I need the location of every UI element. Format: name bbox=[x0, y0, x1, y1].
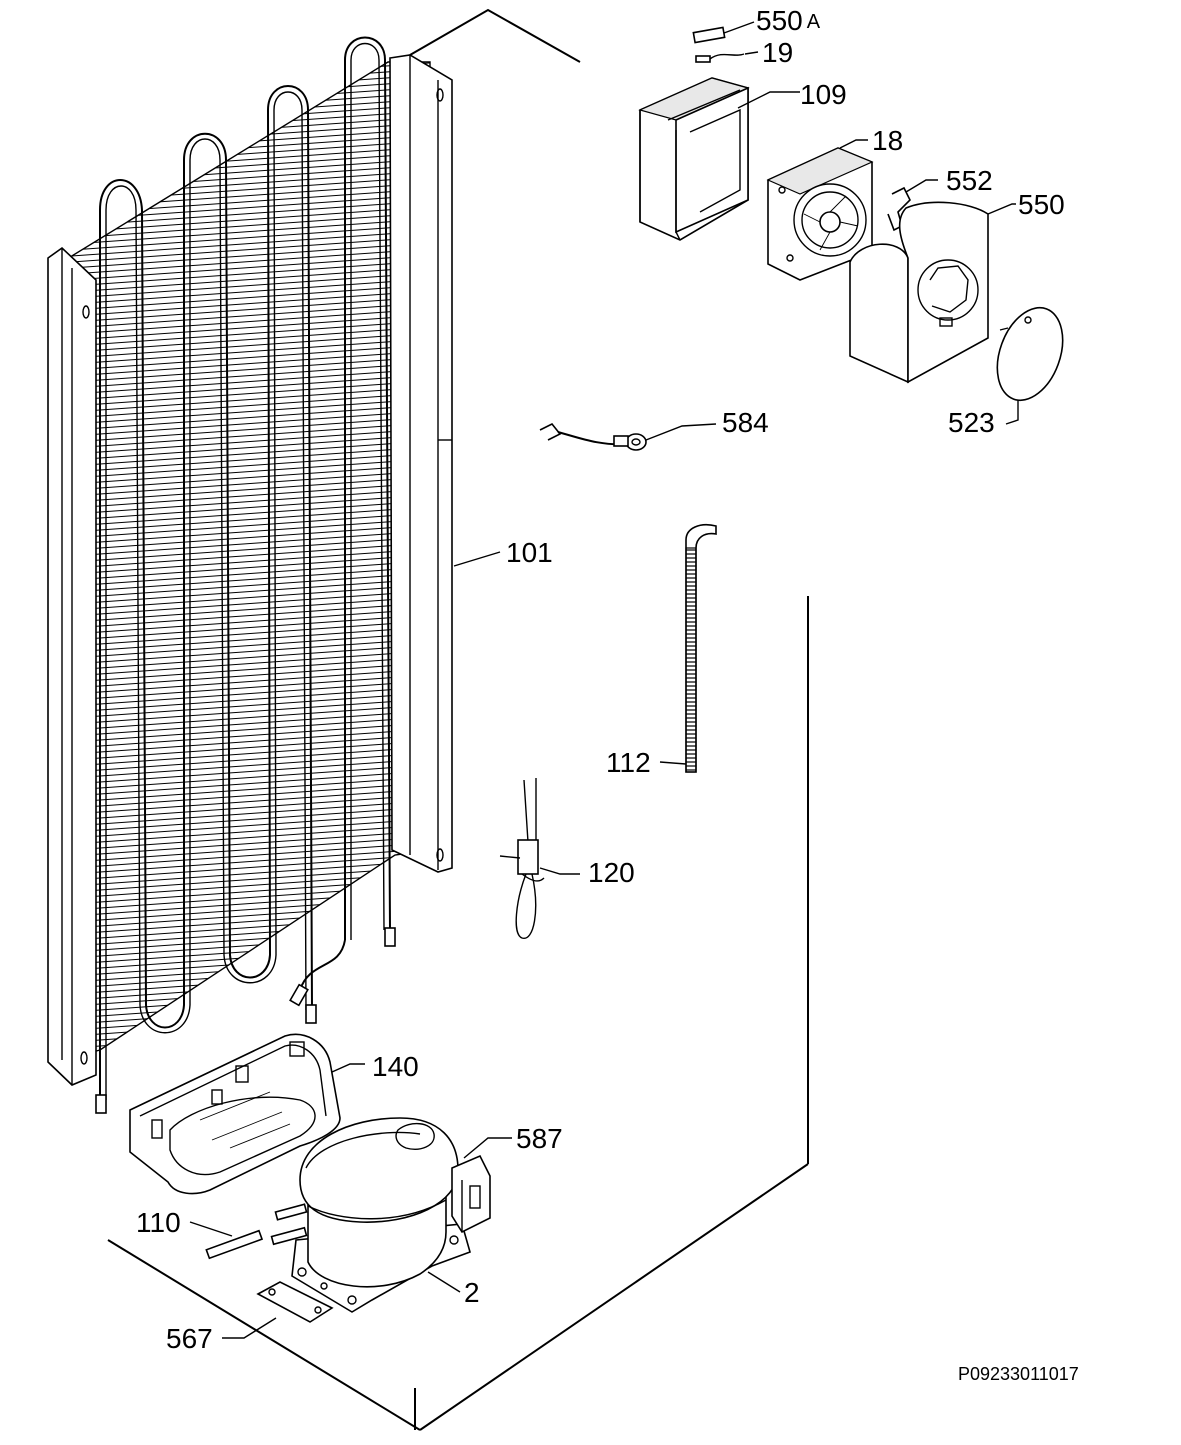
label-120: 120 bbox=[588, 857, 635, 888]
label-110: 110 bbox=[136, 1207, 181, 1238]
clip-552 bbox=[887, 186, 911, 232]
drip-tray-140 bbox=[129, 1033, 341, 1195]
small-part-550a bbox=[692, 26, 726, 44]
pipe-110 bbox=[205, 1229, 264, 1260]
label-19: 19 bbox=[762, 37, 793, 68]
label-584: 584 bbox=[722, 407, 769, 438]
fan-18 bbox=[766, 147, 874, 281]
label-140: 140 bbox=[372, 1051, 419, 1082]
thermal-protector-120 bbox=[499, 778, 545, 939]
label-112: 112 bbox=[606, 747, 651, 778]
condenser-tube bbox=[99, 36, 391, 1100]
label-552: 552 bbox=[946, 165, 993, 196]
cabinet-outline bbox=[107, 8, 809, 1431]
drawing-code: P09233011017 bbox=[958, 1364, 1079, 1384]
condenser-left-bracket bbox=[47, 246, 97, 1086]
condenser-right-bracket bbox=[389, 54, 453, 873]
sensor-584 bbox=[539, 422, 647, 451]
label-587: 587 bbox=[516, 1123, 563, 1154]
label-2: 2 bbox=[464, 1277, 480, 1308]
small-part-19 bbox=[695, 53, 745, 63]
fan-cover-550 bbox=[849, 201, 989, 384]
label-523: 523 bbox=[948, 407, 995, 438]
cap-523 bbox=[996, 306, 1064, 402]
label-567: 567 bbox=[166, 1323, 213, 1354]
label-550: 550 bbox=[1018, 189, 1065, 220]
fan-housing-109 bbox=[638, 77, 750, 241]
leader-lines bbox=[189, 21, 1019, 1339]
foot-567 bbox=[256, 1281, 334, 1323]
label-101: 101 bbox=[506, 537, 553, 568]
condenser-101 bbox=[47, 36, 453, 1114]
label-109: 109 bbox=[800, 79, 847, 110]
drain-pipe-112 bbox=[685, 524, 717, 773]
label-18: 18 bbox=[872, 125, 903, 156]
compressor-2 bbox=[270, 1117, 491, 1313]
